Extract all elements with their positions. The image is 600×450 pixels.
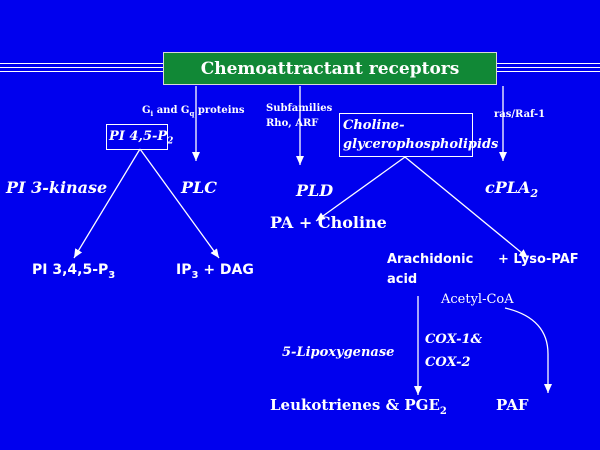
label-pa-choline: PA + Choline — [270, 213, 387, 232]
label-cox-1: COX-1& — [425, 332, 483, 347]
choline-gpl-box — [339, 113, 473, 157]
label-rho-arf: Rho, ARF — [266, 118, 319, 129]
label-acetyl-coa: Acetyl-CoA — [441, 292, 514, 307]
title-box: Chemoattractant receptors — [163, 52, 497, 85]
label-gi-gq-proteins: Gi and Gq proteins — [142, 105, 245, 118]
pip2-box — [106, 124, 168, 150]
label-arachidonic: Arachidonic — [387, 252, 474, 267]
label-ras-raf: ras/Raf-1 — [494, 109, 546, 120]
arrow-pip2-to-pi3k-branch — [73, 148, 141, 259]
label-5-lipoxygenase: 5-Lipoxygenase — [282, 345, 395, 360]
label-lyso-paf: + Lyso-PAF — [498, 252, 579, 267]
label-plc: PLC — [181, 178, 218, 197]
label-pip2: PI 4,5-P2 — [109, 129, 174, 147]
label-cpla2: cPLA2 — [485, 178, 539, 201]
arrow-choline-gpl-to-lysopaf — [404, 156, 529, 259]
label-glycerophospholipids: glycerophospholipids — [343, 137, 499, 152]
label-ip3-dag: IP3 + DAG — [176, 262, 254, 281]
arrow-pip2-to-plc-branch — [139, 148, 220, 259]
label-cox-2: COX-2 — [425, 355, 471, 370]
title-text: Chemoattractant receptors — [200, 58, 460, 79]
label-pld: PLD — [296, 181, 334, 200]
arrow-acetylcoa-to-paf — [504, 307, 552, 393]
label-acid: acid — [387, 272, 418, 287]
label-pi3-kinase: PI 3-kinase — [6, 178, 108, 197]
label-leukotrienes-pge2: Leukotrienes & PGE2 — [270, 396, 447, 417]
label-subfamilies: Subfamilies — [266, 103, 333, 114]
arrow-choline-gpl-to-pa — [315, 156, 406, 222]
label-pi345p3: PI 3,4,5-P3 — [32, 262, 116, 281]
label-choline: Choline- — [343, 118, 405, 133]
label-paf: PAF — [496, 396, 529, 414]
